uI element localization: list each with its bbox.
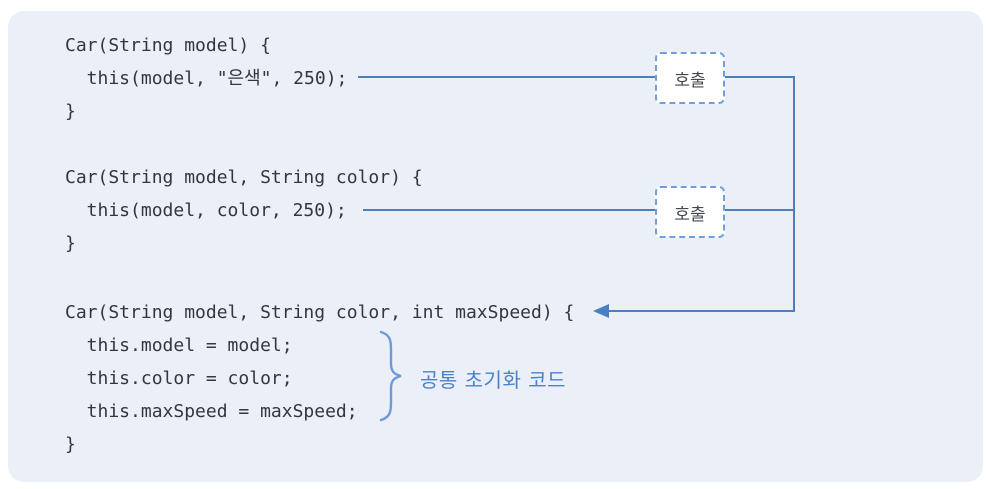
call-box-2: 호출 [655,186,725,238]
call-box-2-label: 호출 [674,204,706,225]
connector-line-to-constructor3 [606,310,795,312]
curly-brace-icon [378,329,406,423]
connector-line-constructor2 [363,209,795,211]
common-init-annotation: 공통 초기화 코드 [420,368,567,392]
arrowhead-left-icon [593,304,609,318]
call-box-1-label: 호출 [674,70,706,91]
code-block-constructor-1: Car(String model) { this(model, "은색", 25… [65,35,348,122]
diagram-panel [8,11,983,482]
code-block-constructor-3: Car(String model, String color, int maxS… [65,302,575,455]
call-box-1: 호출 [655,52,725,104]
code-block-constructor-2: Car(String model, String color) { this(m… [65,167,423,254]
connector-line-vertical [793,76,795,312]
connector-line-constructor1 [358,76,795,78]
